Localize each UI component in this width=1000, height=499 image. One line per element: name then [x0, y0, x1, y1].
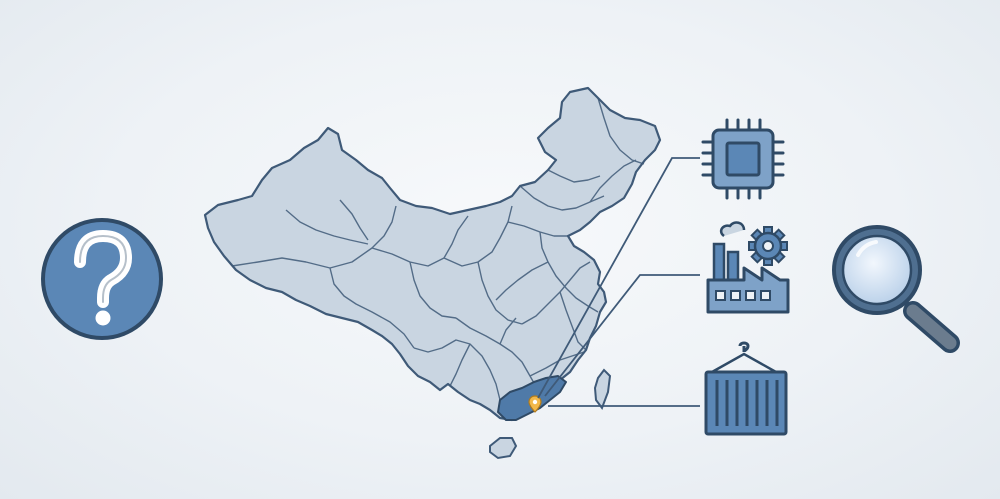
- china-map: [203, 86, 662, 460]
- china-mainland: [203, 86, 662, 422]
- question-mark-icon: [41, 218, 163, 340]
- province-borders: [231, 97, 645, 401]
- connector-lines: [537, 157, 700, 407]
- magnifying-glass-icon: [832, 225, 960, 353]
- hainan-island: [489, 437, 518, 460]
- factory-gear-icon: [706, 221, 790, 314]
- taiwan-island: [593, 368, 612, 411]
- location-marker-icon: [528, 395, 542, 413]
- shipping-container-icon: [704, 341, 788, 436]
- microchip-icon: [701, 118, 785, 200]
